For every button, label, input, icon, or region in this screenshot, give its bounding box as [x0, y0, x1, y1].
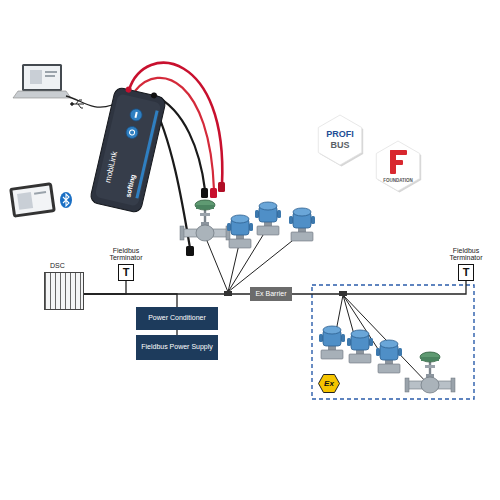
node-heading: Fieldbus Terminator	[103, 247, 149, 262]
usb-cable	[66, 96, 112, 107]
terminator-letter: T	[121, 265, 131, 279]
bus-line	[84, 294, 177, 307]
dsc-cabinet	[44, 272, 84, 310]
profibus-logo	[318, 115, 363, 167]
field-devices	[180, 200, 455, 393]
hazardous-area	[312, 285, 474, 399]
laptop-icon	[13, 64, 71, 98]
terminator-letter: T	[461, 265, 471, 279]
terminator-box: T	[458, 264, 474, 281]
bluetooth-symbol	[60, 192, 72, 208]
node-heading: Fieldbus Terminator	[443, 247, 489, 262]
box-text: Fieldbus Power Supply	[141, 343, 213, 351]
node-heading: DSC	[44, 262, 84, 270]
tablet-icon	[9, 182, 56, 218]
fieldbus-box: Ex Barrier	[250, 287, 292, 301]
mobilink-device	[89, 84, 167, 214]
box-text: Power Conditioner	[148, 314, 206, 322]
logo-text: FOUNDATION	[383, 179, 413, 184]
terminator-box: T	[118, 264, 134, 281]
bus-line	[292, 281, 466, 294]
ex-text: Ex	[324, 379, 334, 388]
ex-symbol: Ex	[318, 374, 340, 393]
logo-text: BUS	[330, 141, 349, 151]
fieldbus-box: Power Conditioner	[136, 307, 218, 330]
ex-hexagon-shape	[319, 375, 340, 393]
foundation-logo	[376, 141, 421, 193]
logo-text: PROFI	[326, 130, 354, 140]
box-text: Ex Barrier	[255, 290, 286, 298]
bus-line	[84, 281, 126, 294]
spur-lines	[205, 227, 430, 386]
dsc-node: DSC	[44, 262, 84, 310]
terminator-node: Fieldbus TerminatorT	[443, 247, 489, 281]
fieldbus-box: Fieldbus Power Supply	[136, 335, 218, 360]
terminator-node: Fieldbus TerminatorT	[103, 247, 149, 281]
usb-symbol	[71, 100, 84, 108]
